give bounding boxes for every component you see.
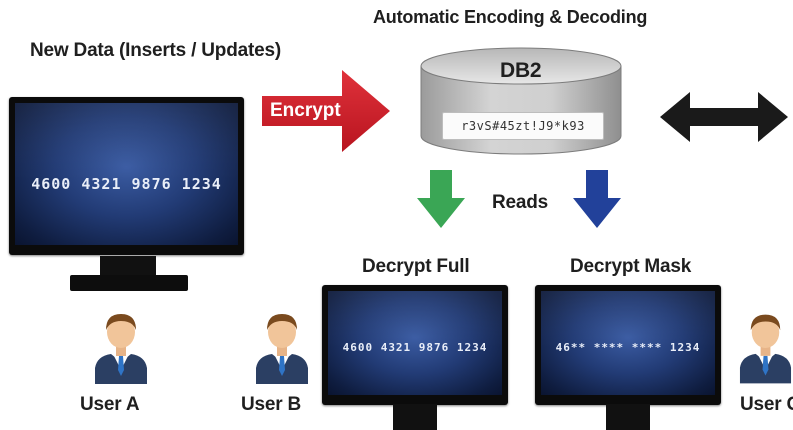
monitor-full-card-number: 4600 4321 9876 1234 [342, 341, 488, 354]
read-full-arrow-icon [417, 170, 465, 228]
user-a-avatar-icon [95, 314, 147, 384]
decrypt-mask-label: Decrypt Mask [570, 256, 692, 277]
database-name: DB2 [500, 59, 542, 82]
user-b-label: User B [241, 394, 302, 415]
decrypt-full-label: Decrypt Full [362, 256, 470, 277]
monitor-a-screen: 4600 4321 9876 1234 [15, 103, 238, 245]
monitor-mask-card-number: 46** **** **** 1234 [555, 341, 701, 354]
user-b-avatar-icon [256, 314, 308, 384]
new-data-label: New Data (Inserts / Updates) [30, 38, 281, 64]
monitor-mask-stand [606, 404, 650, 430]
read-mask-arrow-icon [573, 170, 621, 228]
monitor-user-a: 4600 4321 9876 1234 [9, 97, 244, 255]
user-a-label: User A [80, 394, 140, 415]
monitor-mask-screen: 46** **** **** 1234 [541, 291, 715, 395]
new-data-text: New Data (Inserts / Updates) [30, 40, 281, 61]
monitor-full-screen: 4600 4321 9876 1234 [328, 291, 502, 395]
user-c-avatar-icon [739, 314, 792, 384]
user-c-label: User C [740, 394, 793, 415]
reads-label: Reads [492, 192, 549, 213]
cipher-text: r3vS#45zt!J9*k93 [442, 112, 604, 140]
encrypt-label: Encrypt [270, 100, 341, 121]
monitor-decrypt-full: 4600 4321 9876 1234 [322, 285, 508, 405]
monitor-a-foot [70, 275, 188, 291]
diagram-title: Automatic Encoding & Decoding [373, 7, 648, 27]
double-arrow-icon [660, 92, 788, 142]
monitor-a-stand [100, 256, 156, 278]
monitor-decrypt-mask: 46** **** **** 1234 [535, 285, 721, 405]
monitor-a-card-number: 4600 4321 9876 1234 [31, 175, 222, 193]
encrypt-arrow-icon [262, 70, 390, 152]
monitor-full-stand [393, 404, 437, 430]
